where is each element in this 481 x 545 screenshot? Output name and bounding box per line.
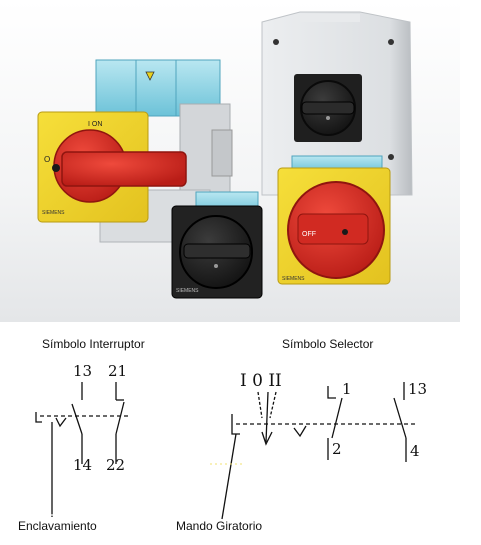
int-terminal-13: 13	[73, 362, 92, 380]
front-switch-brand: SIEMENS	[282, 276, 305, 282]
selector-symbol-title: Símbolo Selector	[282, 337, 373, 351]
sel-terminal-2: 2	[332, 440, 342, 458]
black-switch-brand: SIEMENS	[176, 288, 199, 294]
interruptor-symbol: 13 21 14 22	[28, 362, 130, 517]
yellow-switch-brand: SIEMENS	[42, 210, 65, 216]
product-photo: I ON O SIEMENS SIEMENS OFF SIEMENS	[0, 0, 460, 322]
interruptor-symbol-title: Símbolo Interruptor	[42, 337, 145, 351]
yellow-switch-off-mark: O	[44, 155, 50, 164]
selector-positions-label: I 0 II	[240, 371, 282, 391]
interlock-label: Enclavamiento	[18, 519, 97, 533]
sel-terminal-13: 13	[408, 380, 427, 398]
int-terminal-22: 22	[106, 456, 125, 474]
yellow-switch-on-label: I ON	[88, 121, 102, 128]
red-rotary-handle	[61, 151, 187, 187]
sel-terminal-1: 1	[342, 380, 352, 398]
selector-symbol: I 0 II 1 2 13 4	[210, 371, 427, 520]
yellow-switch-right: OFF SIEMENS	[277, 155, 391, 285]
grey-enclosure	[261, 11, 413, 196]
int-terminal-21: 21	[108, 362, 127, 380]
yellow-switch-left: I ON O SIEMENS	[37, 111, 187, 223]
int-terminal-14: 14	[73, 456, 92, 474]
rotary-knob-label: Mando Giratorio	[176, 519, 262, 533]
switch-symbol-diagrams: Símbolo Interruptor Símbolo Selector 13 …	[18, 337, 427, 533]
sel-terminal-4: 4	[410, 442, 420, 460]
front-switch-off-label: OFF	[302, 231, 316, 238]
black-switch-front: SIEMENS	[171, 191, 263, 299]
